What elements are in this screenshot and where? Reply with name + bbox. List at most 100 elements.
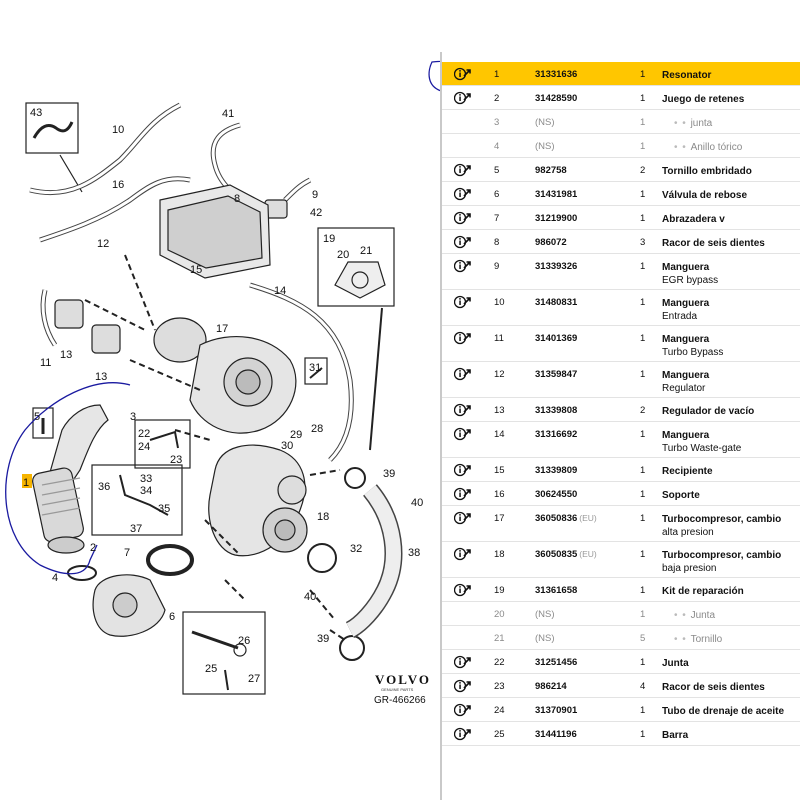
- parts-row-4[interactable]: 4(NS)1Anillo tórico: [442, 134, 800, 158]
- o-ring-39-upper: [344, 467, 366, 489]
- quantity: 5: [640, 633, 646, 644]
- part-description: Válvula de rebose: [662, 190, 748, 201]
- row-number: 21: [494, 633, 505, 644]
- info-arrow-icon[interactable]: [454, 331, 472, 345]
- part-number: (NS): [535, 141, 555, 152]
- panel-divider: [440, 52, 442, 800]
- info-arrow-icon[interactable]: [454, 679, 472, 693]
- info-arrow-icon[interactable]: [454, 187, 472, 201]
- quantity: 1: [640, 705, 646, 716]
- part-description: Racor de seis dientes: [662, 682, 765, 693]
- part-number: 31480831: [535, 297, 578, 308]
- label-41: 41: [222, 108, 234, 120]
- info-arrow-icon[interactable]: [454, 727, 472, 741]
- quantity: 2: [640, 165, 646, 176]
- quantity: 1: [640, 429, 646, 440]
- label-39a: 39: [383, 468, 395, 480]
- label-13b: 13: [95, 371, 107, 383]
- parts-row-21[interactable]: 21(NS)5Tornillo: [442, 626, 800, 650]
- parts-row-3[interactable]: 3(NS)1junta: [442, 110, 800, 134]
- info-arrow-icon[interactable]: [454, 163, 472, 177]
- label-25: 25: [205, 663, 217, 675]
- part-number: 31428590: [535, 93, 578, 104]
- callout-box-36: [91, 464, 183, 536]
- label-39b: 39: [317, 633, 329, 645]
- label-10: 10: [112, 124, 124, 136]
- info-arrow-icon[interactable]: [454, 403, 472, 417]
- part-number: 30624550: [535, 489, 578, 500]
- info-arrow-icon[interactable]: [454, 511, 472, 525]
- info-arrow-icon[interactable]: [454, 367, 472, 381]
- info-arrow-icon[interactable]: [454, 583, 472, 597]
- row-number: 7: [494, 213, 500, 224]
- part-number: 31370901: [535, 705, 578, 716]
- label-13a: 13: [60, 349, 72, 361]
- info-arrow-icon[interactable]: [454, 487, 472, 501]
- label-19: 19: [323, 233, 335, 245]
- info-arrow-icon[interactable]: [454, 295, 472, 309]
- info-arrow-icon[interactable]: [454, 259, 472, 273]
- row-number: 3: [494, 117, 500, 128]
- quantity: 1: [640, 549, 646, 560]
- info-arrow-icon[interactable]: [454, 547, 472, 561]
- label-37: 37: [130, 523, 142, 535]
- callout-box-25: [182, 611, 266, 695]
- quantity: 1: [640, 489, 646, 500]
- row-number: 16: [494, 489, 505, 500]
- part-number: 31331636: [535, 69, 578, 80]
- label-32: 32: [350, 543, 362, 555]
- quantity: 4: [640, 681, 646, 692]
- quantity: 1: [640, 213, 646, 224]
- part-description: Anillo tórico: [674, 141, 743, 154]
- info-arrow-icon[interactable]: [454, 427, 472, 441]
- info-arrow-icon[interactable]: [454, 655, 472, 669]
- o-ring-4: [67, 565, 97, 581]
- genuine-parts-text: GENUINE PARTS: [381, 687, 414, 692]
- part-subdescription: Regulator: [662, 383, 706, 394]
- part-subdescription: EGR bypass: [662, 275, 719, 286]
- quantity: 1: [640, 657, 646, 668]
- part-description: Juego de retenes: [662, 94, 745, 105]
- quantity: 1: [640, 729, 646, 740]
- label-16: 16: [112, 179, 124, 191]
- o-ring-39-lower: [339, 635, 365, 661]
- info-arrow-icon[interactable]: [454, 463, 472, 477]
- exploded-parts-diagram: 43 10 16 41 8 9 42 12 15 19 21 20 14 11 …: [5, 60, 440, 706]
- v-clamp-7: [146, 544, 194, 576]
- info-arrow-icon[interactable]: [454, 211, 472, 225]
- info-arrow-icon[interactable]: [454, 235, 472, 249]
- info-arrow-icon[interactable]: [454, 67, 472, 81]
- pipe-38: [346, 485, 401, 637]
- info-arrow-icon[interactable]: [454, 703, 472, 717]
- label-35: 35: [158, 503, 170, 515]
- figure-reference: GR-466266: [374, 695, 426, 706]
- row-number: 24: [494, 705, 505, 716]
- row-number: 4: [494, 141, 500, 152]
- info-arrow-icon[interactable]: [454, 91, 472, 105]
